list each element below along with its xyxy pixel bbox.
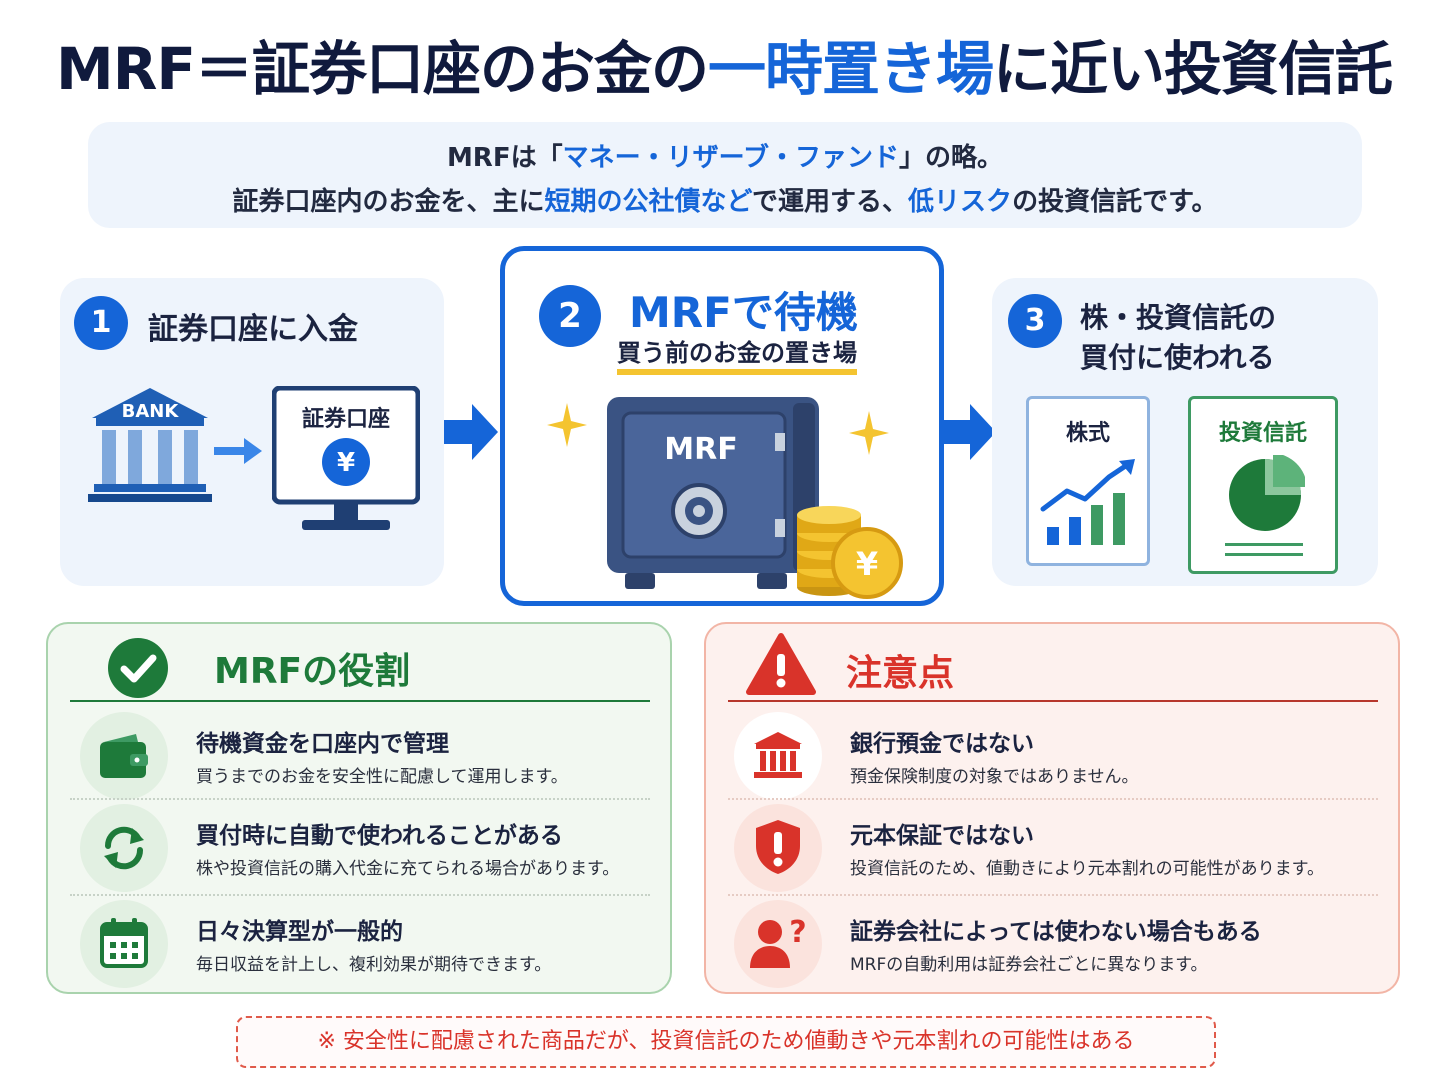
shield-alert-icon [756,820,800,874]
bank-icon: BANK [88,388,212,502]
flow-arrow-icon [942,404,996,460]
stock-card-label: 株式 [1065,421,1110,446]
intro-emphasis: マネー・リザーブ・ファンド [562,143,900,173]
intro-text: で運用する、 [752,187,909,217]
item-heading: 元本保証ではない [850,823,1034,849]
step-2-number: 2 [539,285,601,347]
item-description: 買うまでのお金を安全性に配慮して運用します。 [196,767,568,787]
fund-card: 投資信託 [1188,396,1338,574]
step-3-title-line: 買付に使われる [1080,341,1275,374]
icon-badge [80,712,168,800]
intro-text: 証券口座内のお金を、主に [232,187,545,217]
caution-panel: 注意点 銀行預金ではない 預金保険制度の対象ではありません。 元本保証ではない … [704,622,1400,994]
list-item: 待機資金を口座内で管理 買うまでのお金を安全性に配慮して運用します。 [80,712,640,800]
yen-symbol: ¥ [337,448,355,478]
page-title: MRF＝証券口座のお金の一時置き場に近い投資信託 [0,22,1448,106]
divider [728,798,1378,800]
safe-icon: MRF [607,397,819,589]
warning-icon [746,633,816,695]
divider [70,894,650,896]
icon-badge: ? [734,900,822,988]
item-description: 投資信託のため、値動きにより元本割れの可能性があります。 [850,859,1324,879]
growth-chart-icon [1040,459,1135,545]
step-2-card: 2 MRFで待機 買う前のお金の置き場 MRF ¥ [500,246,944,606]
role-title: MRFの役割 [214,651,411,692]
divider [1225,553,1303,556]
item-description: MRFの自動利用は証券会社ごとに異なります。 [850,955,1208,975]
svg-text:?: ? [789,916,806,950]
role-panel: MRFの役割 待機資金を口座内で管理 買うまでのお金を安全性に配慮して運用します… [46,622,672,994]
icon-badge [80,804,168,892]
monitor-icon: 証券口座 ¥ [272,386,420,530]
step-1-number: 1 [74,296,128,350]
list-item: 元本保証ではない 投資信託のため、値動きにより元本割れの可能性があります。 [734,804,1374,892]
bank-label: BANK [122,401,180,422]
step-3-number: 3 [1008,294,1062,348]
item-heading: 買付時に自動で使われることがある [196,823,563,849]
list-item: 買付時に自動で使われることがある 株や投資信託の購入代金に充てられる場合がありま… [80,804,640,892]
item-description: 株や投資信託の購入代金に充てられる場合があります。 [196,859,620,879]
intro-text: の投資信託です。 [1012,187,1218,217]
item-heading: 待機資金を口座内で管理 [196,731,449,757]
item-description: 預金保険制度の対象ではありません。 [850,767,1139,787]
flow-arrow-icon [444,404,498,460]
title-pre: MRF＝証券口座のお金の [55,35,709,103]
bank-icon [754,732,802,778]
calendar-icon [100,918,148,968]
item-heading: 銀行預金ではない [850,731,1034,757]
divider [70,798,650,800]
step-3-card: 3 株・投資信託の 買付に使われる 株式 投資信託 [992,278,1378,586]
sparkle-icon [547,403,587,447]
caution-title: 注意点 [846,653,955,694]
fund-card-label: 投資信託 [1218,421,1307,446]
step-1-card: 1 証券口座に入金 BANK 証券口座 ¥ [60,278,444,586]
sparkle-icon [849,411,889,455]
coins-icon: ¥ [797,506,903,599]
icon-badge [80,900,168,988]
step-3-title: 株・投資信託の 買付に使われる [1080,298,1276,378]
account-label: 証券口座 [302,406,390,432]
arrow-right-icon [214,438,262,464]
step-2-title: MRFで待機 [629,288,858,337]
yen-symbol: ¥ [856,545,878,583]
item-description: 毎日収益を計上し、複利効果が期待できます。 [196,955,552,975]
intro-emphasis: 低リスク [908,187,1013,217]
list-item: ? 証券会社によっては使わない場合もある MRFの自動利用は証券会社ごとに異なり… [734,900,1374,988]
intro-line-1: MRFは「マネー・リザーブ・ファンド」の略。 [88,136,1362,180]
title-highlight: 一時置き場 [707,35,994,103]
divider [70,700,650,702]
list-item: 銀行預金ではない 預金保険制度の対象ではありません。 [734,712,1374,800]
divider [728,700,1378,702]
stock-card: 株式 [1026,396,1150,566]
intro-emphasis: 短期の公社債など [544,187,753,217]
intro-text: MRFは「 [446,143,563,173]
icon-badge [734,804,822,892]
check-circle-icon [108,638,168,698]
safe-label: MRF [664,432,737,467]
step-1-title: 証券口座に入金 [148,312,358,347]
step-3-title-line: 株・投資信託の [1080,301,1277,334]
divider [1225,543,1303,546]
pie-chart-icon [1229,455,1305,531]
person-question-icon: ? [750,916,807,968]
divider [728,894,1378,896]
list-item: 日々決算型が一般的 毎日収益を計上し、複利効果が期待できます。 [80,900,640,988]
refresh-icon [104,826,144,870]
wallet-icon [100,734,148,778]
intro-box: MRFは「マネー・リザーブ・ファンド」の略。 証券口座内のお金を、主に短期の公社… [88,122,1362,228]
footer-note: ※ 安全性に配慮された商品だが、投資信託のため値動きや元本割れの可能性はある [236,1016,1216,1068]
intro-text: 」の略。 [899,143,1004,173]
intro-line-2: 証券口座内のお金を、主に短期の公社債などで運用する、低リスクの投資信託です。 [88,180,1362,224]
icon-badge [734,712,822,800]
item-heading: 証券会社によっては使わない場合もある [850,919,1262,945]
item-heading: 日々決算型が一般的 [196,919,403,945]
title-post: に近い投資信託 [993,35,1393,103]
step-2-subtitle: 買う前のお金の置き場 [617,339,857,375]
